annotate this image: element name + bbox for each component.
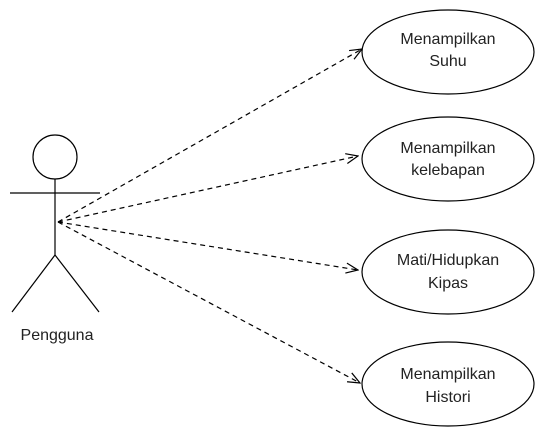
actor-figure	[10, 134, 100, 313]
use-case-1[interactable]: Menampilkan Suhu	[361, 9, 535, 95]
use-case-3[interactable]: Mati/Hidupkan Kipas	[361, 229, 535, 315]
arrow-to-use-case-3	[57, 221, 358, 270]
arrow-to-use-case-1	[57, 49, 362, 223]
use-case-label-line1: Menampilkan	[400, 140, 495, 157]
use-case-label-line1: Menampilkan	[400, 31, 495, 48]
dependency-arrows	[57, 49, 362, 383]
actor-left-leg	[11, 254, 56, 313]
use-case-ellipse	[361, 9, 535, 95]
use-case-label-line2: kelebapan	[411, 162, 485, 179]
use-case-ellipse	[361, 229, 535, 315]
use-case-label-line2: Kipas	[428, 275, 468, 292]
use-case-ellipse	[361, 341, 535, 427]
use-case-label-line1: Mati/Hidupkan	[397, 252, 499, 269]
use-case-label-line2: Histori	[425, 389, 470, 406]
use-case-ellipse	[361, 116, 535, 202]
use-case-2[interactable]: Menampilkan kelebapan	[361, 116, 535, 202]
use-case-label-line2: Suhu	[429, 53, 466, 70]
actor-head	[32, 134, 78, 180]
arrow-to-use-case-4	[57, 221, 360, 383]
use-case-label-line1: Menampilkan	[400, 366, 495, 383]
actor-label: Pengguna	[21, 327, 94, 344]
arrow-to-use-case-2	[57, 156, 358, 223]
use-case-4[interactable]: Menampilkan Histori	[361, 341, 535, 427]
actor-right-leg	[54, 254, 100, 313]
